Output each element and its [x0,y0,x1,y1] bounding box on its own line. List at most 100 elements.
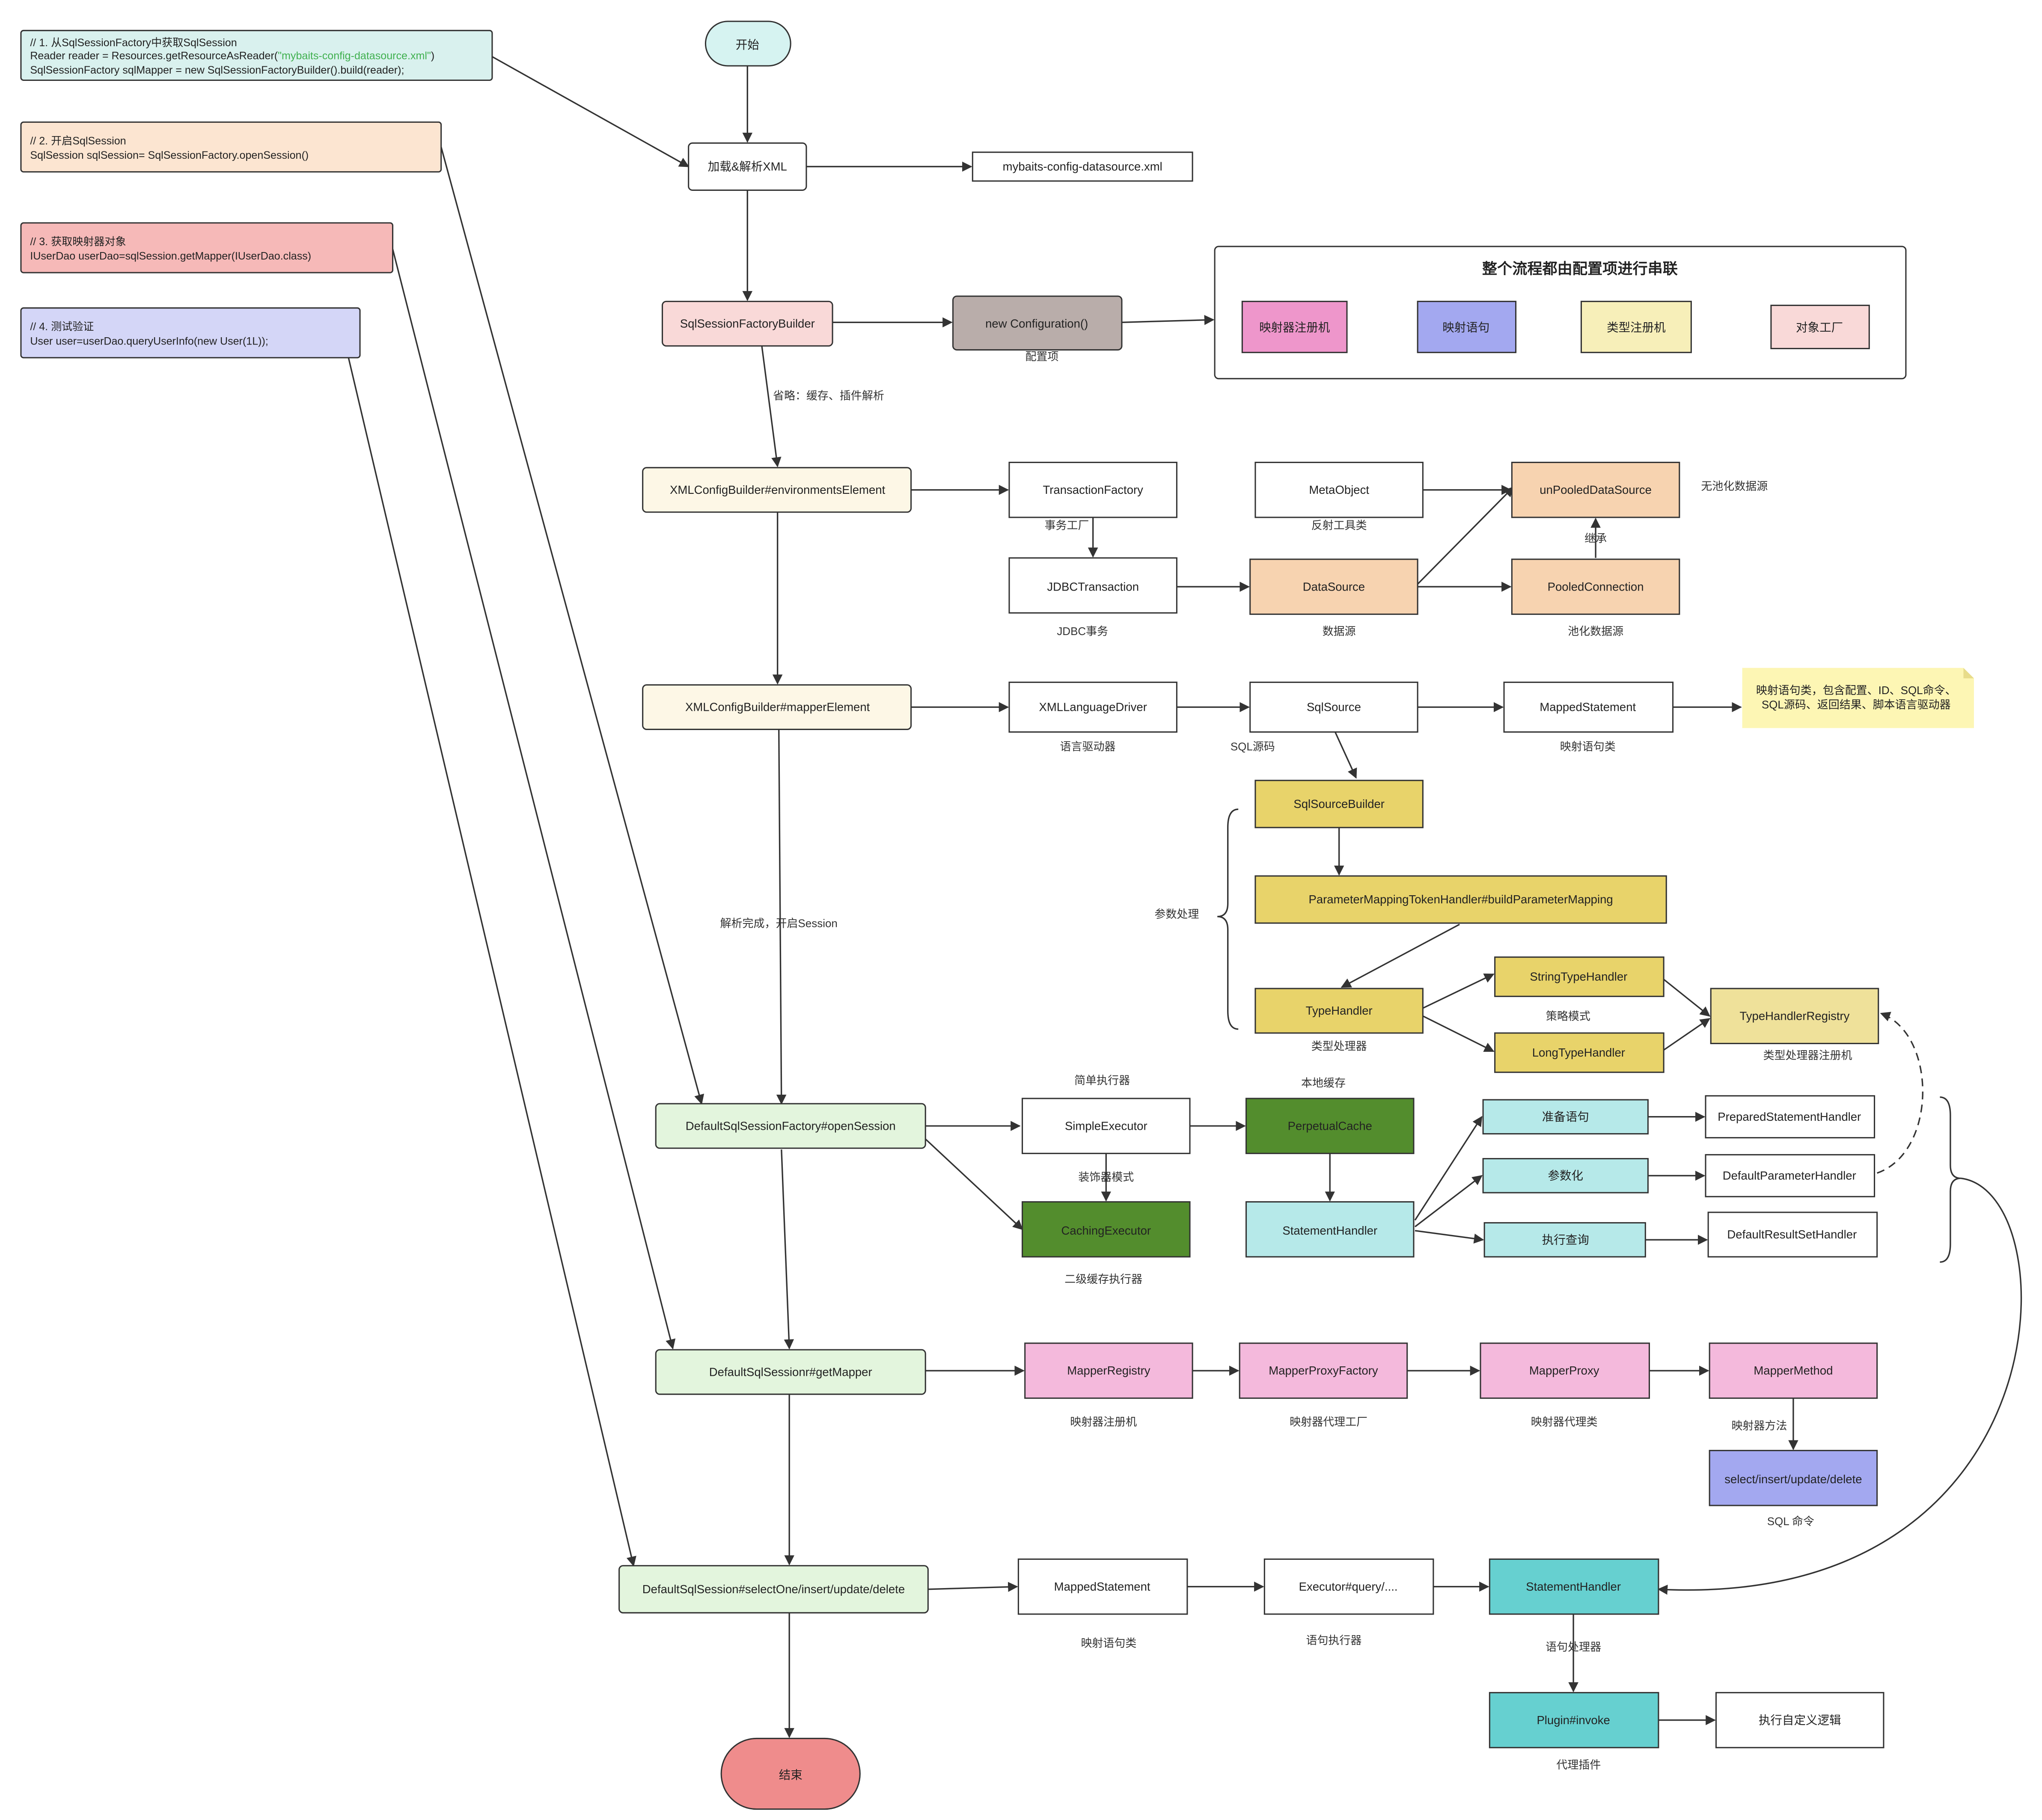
svg-text:XMLConfigBuilder#environmentsE: XMLConfigBuilder#environmentsElement [670,483,886,496]
svg-text:DefaultSqlSessionr#getMapper: DefaultSqlSessionr#getMapper [709,1365,872,1378]
svg-text:Plugin#invoke: Plugin#invoke [1537,1713,1610,1727]
svg-text:映射器方法: 映射器方法 [1731,1419,1787,1432]
svg-text:Reader reader = Resources.getR: Reader reader = Resources.getResourceAsR… [30,50,434,62]
edge-opensession-caching [925,1138,1023,1230]
edge-opensession-getmapper [781,1149,794,1350]
exec-mapped-statement-node: MappedStatement 映射语句类 [1017,1558,1188,1649]
caching-executor-node: CachingExecutor 二级缓存执行器 [1022,1201,1191,1286]
sql-source-builder-node: SqlSourceBuilder [1254,780,1424,828]
mapper-element-node: XMLConfigBuilder#mapperElement [642,684,912,730]
code-block-2: // 2. 开启SqlSession SqlSession sqlSession… [20,121,442,173]
code-line: SqlSession sqlSession= SqlSessionFactory… [30,149,309,161]
prepare-node: 准备语句 [1482,1099,1649,1135]
code-line: // 2. 开启SqlSession [30,135,126,147]
simple-executor-caption: 简单执行器 [1074,1074,1130,1087]
svg-text:ParameterMappingTokenHandler#b: ParameterMappingTokenHandler#buildParame… [1308,893,1613,906]
inherit-caption: 继承 [1584,532,1607,545]
edge-parammapping-typehandler [1341,923,1460,988]
edge-string-registry [1663,979,1711,1017]
executor-query-node: Executor#query/.... 语句执行器 [1263,1558,1434,1647]
get-mapper-node: DefaultSqlSessionr#getMapper [655,1349,926,1395]
statement-handler-node: StatementHandler [1245,1201,1415,1258]
code-line: IUserDao userDao=sqlSession.getMapper(IU… [30,250,311,262]
edge-statement-query [1415,1230,1484,1244]
param-caption: 参数处理 [1154,908,1199,920]
new-config-label: new Configuration() [985,317,1088,330]
edge-code1-load [492,56,690,167]
svg-text:准备语句: 准备语句 [1542,1110,1589,1123]
svg-text:二级缓存执行器: 二级缓存执行器 [1064,1273,1142,1286]
svg-text:无池化数据源: 无池化数据源 [1701,480,1768,493]
code-line: SqlSessionFactory sqlMapper = new SqlSes… [30,64,404,76]
svg-text:池化数据源: 池化数据源 [1568,625,1623,638]
end-node: 结束 [720,1737,861,1810]
edge-brace-statementhandler [1657,1177,2022,1595]
code-block-3: // 3. 获取映射器对象 IUserDao userDao=sqlSessio… [20,222,394,273]
svg-text:PerpetualCache: PerpetualCache [1288,1119,1372,1132]
load-xml-label: 加载&解析XML [708,160,787,173]
open-session-node: DefaultSqlSessionFactory#openSession [655,1103,926,1149]
svg-text:SQL源码、返回结果、脚本语言驱动器: SQL源码、返回结果、脚本语言驱动器 [1762,698,1951,711]
mapped-statement-node: MappedStatement 映射语句类 [1503,681,1674,753]
edge-mapper-opensession [776,729,787,1105]
sql-source-node: SqlSource SQL源码 [1231,681,1418,753]
new-config-node: new Configuration() 配置项 [952,295,1123,363]
edge-newconfig-panel [1121,315,1215,325]
svg-text:DataSource: DataSource [1303,580,1365,593]
svg-text:MappedStatement: MappedStatement [1540,701,1636,714]
start-label: 开始 [736,38,759,51]
factory-builder-label: SqlSessionFactoryBuilder [680,317,815,330]
svg-text:JDBC事务: JDBC事务 [1057,625,1108,638]
svg-text:执行查询: 执行查询 [1542,1233,1589,1246]
svg-text:映射器代理工厂: 映射器代理工厂 [1290,1415,1367,1428]
svg-text:MapperMethod: MapperMethod [1754,1364,1833,1377]
pooled-node: PooledConnection 池化数据源 [1511,558,1680,638]
parameterize-node: 参数化 [1482,1158,1649,1194]
config-file-label: mybaits-config-datasource.xml [1003,160,1162,173]
plugin-invoke-node: Plugin#invoke 代理插件 [1489,1692,1659,1771]
svg-text:DefaultSqlSessionFactory#openS: DefaultSqlSessionFactory#openSession [686,1119,896,1132]
tx-factory-node: TransactionFactory 事务工厂 [1008,462,1177,532]
panel-item: 类型注册机 [1607,321,1666,334]
svg-text:语句处理器: 语句处理器 [1546,1641,1601,1654]
svg-text:映射语句类: 映射语句类 [1560,740,1616,753]
code-line: // 1. 从SqlSessionFactory中获取SqlSession [30,37,237,49]
edge-code2-opensession [440,147,704,1105]
panel-item: 映射语句 [1442,321,1489,334]
edge-statement-prepare [1414,1116,1483,1221]
svg-text:LongTypeHandler: LongTypeHandler [1532,1046,1625,1059]
panel-item: 对象工厂 [1796,321,1843,334]
load-xml-node: 加载&解析XML [688,142,807,191]
parse-done-caption: 解析完成，开启Session [720,917,838,929]
param-mapping-node: ParameterMappingTokenHandler#buildParame… [1254,875,1667,924]
svg-text:执行自定义逻辑: 执行自定义逻辑 [1759,1713,1841,1727]
svg-text:反射工具类: 反射工具类 [1311,519,1367,532]
svg-text:TypeHandler: TypeHandler [1306,1004,1373,1017]
svg-text:PreparedStatementHandler: PreparedStatementHandler [1718,1110,1861,1123]
mapper-proxy-node: MapperProxy 映射器代理类 [1480,1342,1650,1428]
svg-text:MapperProxyFactory: MapperProxyFactory [1269,1364,1378,1377]
jdbc-transaction-node: JDBCTransaction JDBC事务 [1008,557,1177,638]
svg-text:TransactionFactory: TransactionFactory [1043,483,1143,496]
edge-datasource-unpooled [1417,486,1514,585]
svg-text:CachingExecutor: CachingExecutor [1061,1224,1151,1237]
code-line: Reader reader = Resources.getResourceAsR… [30,50,278,62]
svg-text:类型处理器注册机: 类型处理器注册机 [1763,1049,1852,1062]
decorator-caption: 装饰器模式 [1078,1171,1134,1184]
edge-select-mapped [928,1582,1018,1592]
svg-text:语句执行器: 语句执行器 [1306,1634,1361,1647]
start-node: 开始 [704,21,791,67]
exec-statement-handler-node: StatementHandler 语句处理器 [1489,1558,1659,1654]
config-panel-title: 整个流程都由配置项进行串联 [1482,261,1678,277]
svg-text:类型处理器: 类型处理器 [1311,1040,1367,1053]
result-handler-node: DefaultResultSetHandler [1707,1211,1878,1258]
svg-text:MappedStatement: MappedStatement [1054,1580,1150,1593]
edge-typehandler-string [1422,973,1495,1009]
svg-text:JDBCTransaction: JDBCTransaction [1047,580,1139,593]
svg-text:PooledConnection: PooledConnection [1548,580,1644,593]
query-node: 执行查询 [1483,1222,1646,1258]
svg-text:参数化: 参数化 [1548,1169,1583,1182]
edge-long-registry [1663,1018,1711,1051]
config-panel: 整个流程都由配置项进行串联 映射器注册机 映射语句 类型注册机 对象工厂 [1214,246,1907,380]
